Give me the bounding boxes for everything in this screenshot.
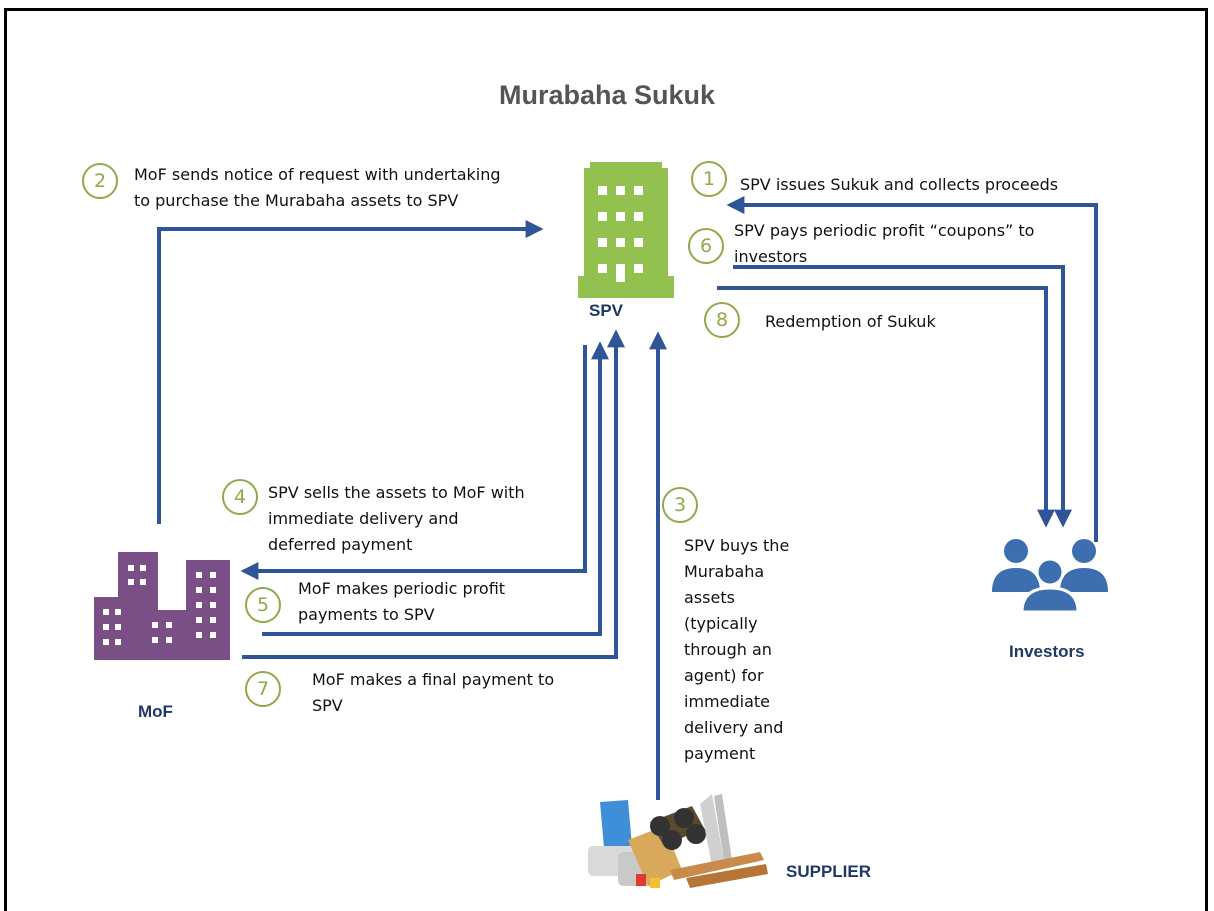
flow-arrows (157, 196, 1098, 800)
mof-label: MoF (138, 702, 173, 721)
step-5-badge: 5 (245, 587, 281, 623)
step-3-badge: 3 (662, 487, 698, 523)
arrow-step-1 (726, 196, 1098, 542)
arrow-step-5 (262, 341, 609, 636)
step-2-text: MoF sends notice of request with underta… (134, 165, 501, 210)
arrow-step-2 (157, 220, 544, 524)
step-1-badge: 1 (691, 161, 727, 197)
diagram-title: Murabaha Sukuk (498, 80, 716, 110)
step-5-text: MoF makes periodic profit payments to SP… (298, 579, 506, 624)
step-4-text: SPV sells the assets to MoF with immedia… (268, 483, 525, 554)
mof-buildings-icon (94, 552, 230, 660)
arrow-step-7 (242, 329, 625, 659)
step-6-badge: 6 (688, 228, 724, 264)
step-8-text: Redemption of Sukuk (765, 312, 936, 331)
supplier-materials-icon (588, 794, 768, 888)
step-3-text: SPV buys the Murabaha assets (typically … (684, 536, 790, 763)
step-7-text: MoF makes a final payment to SPV (312, 670, 555, 715)
arrow-step-8 (717, 286, 1055, 528)
spv-building-icon (578, 162, 674, 298)
investors-label: Investors (1009, 642, 1085, 661)
step-6-text: SPV pays periodic profit “coupons” to in… (734, 221, 1035, 266)
investors-icon (992, 539, 1108, 614)
arrow-step-4 (240, 345, 587, 580)
diagram-frame (4, 8, 1208, 911)
step-2-badge: 2 (82, 163, 118, 199)
step-4-badge: 4 (222, 479, 258, 515)
step-1-text: SPV issues Sukuk and collects proceeds (740, 175, 1059, 194)
spv-label: SPV (589, 301, 624, 320)
supplier-label: SUPPLIER (786, 862, 872, 881)
step-7-badge: 7 (245, 671, 281, 707)
step-8-badge: 8 (704, 302, 740, 338)
arrow-step-6 (733, 265, 1072, 528)
